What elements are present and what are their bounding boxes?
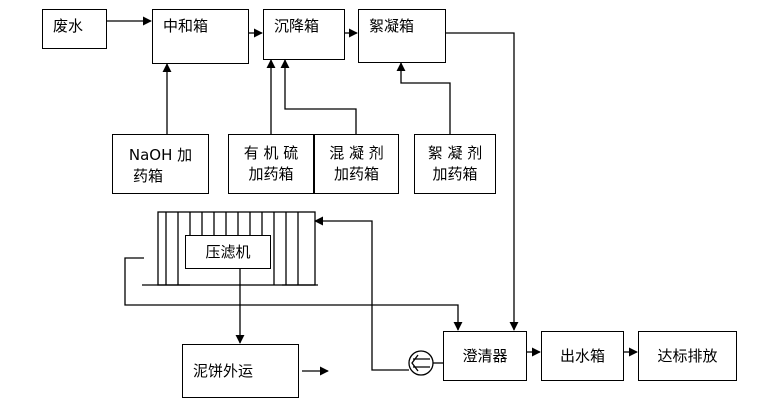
node-flocculant-dosing-line1: 絮 凝 剂 <box>427 144 483 162</box>
node-organosulfur-dosing-line2: 加药箱 <box>248 165 294 183</box>
node-flocculant-dosing-line2: 加药箱 <box>432 165 478 183</box>
node-organosulfur-dosing-line1: 有 机 硫 <box>243 144 299 162</box>
arrow-press-to-clarifier <box>124 257 463 331</box>
node-sludge-cake-label: 泥饼外运 <box>193 361 254 380</box>
node-settling-tank-label: 沉降箱 <box>274 17 320 35</box>
node-coagulant-dosing-line2: 加药箱 <box>333 165 379 183</box>
node-naoh-dosing-line2: 药箱 <box>133 167 164 185</box>
node-sludge-cake: 泥饼外运 <box>182 344 299 398</box>
arrow-coagulant-to-settling <box>280 59 357 134</box>
node-wastewater: 废水 <box>42 9 107 49</box>
node-filter-press: 压滤机 <box>185 235 271 269</box>
arrow-pump-to-filter-press <box>314 216 409 371</box>
node-coagulant-dosing-line1: 混 凝 剂 <box>329 144 384 162</box>
node-filter-press-label: 压滤机 <box>205 242 251 261</box>
node-effluent-tank-label: 出水箱 <box>559 346 605 365</box>
arrow-flocculation-to-clarifier <box>446 32 519 331</box>
node-discharge: 达标排放 <box>638 331 737 381</box>
node-naoh-dosing: NaOH 加 药箱 <box>112 134 209 194</box>
node-organosulfur-dosing: 有 机 硫 加药箱 <box>228 134 314 194</box>
node-effluent-tank: 出水箱 <box>541 331 624 381</box>
node-settling-tank: 沉降箱 <box>263 9 345 60</box>
node-neutralization-tank: 中和箱 <box>152 9 249 64</box>
node-flocculant-dosing: 絮 凝 剂 加药箱 <box>414 134 496 194</box>
node-clarifier: 澄清器 <box>443 331 527 381</box>
node-neutralization-tank-label: 中和箱 <box>163 17 209 35</box>
arrow-flocculant-to-flocculation <box>396 62 451 134</box>
node-clarifier-label: 澄清器 <box>462 346 508 365</box>
node-flocculation-tank: 絮凝箱 <box>358 9 446 63</box>
node-coagulant-dosing: 混 凝 剂 加药箱 <box>314 134 399 194</box>
node-flocculation-tank-label: 絮凝箱 <box>369 17 415 35</box>
filter-press-graphic <box>142 211 318 286</box>
pump-icon <box>408 350 434 376</box>
node-discharge-label: 达标排放 <box>657 346 718 365</box>
node-wastewater-label: 废水 <box>53 17 84 35</box>
node-naoh-dosing-line1: NaOH 加 <box>128 146 193 164</box>
